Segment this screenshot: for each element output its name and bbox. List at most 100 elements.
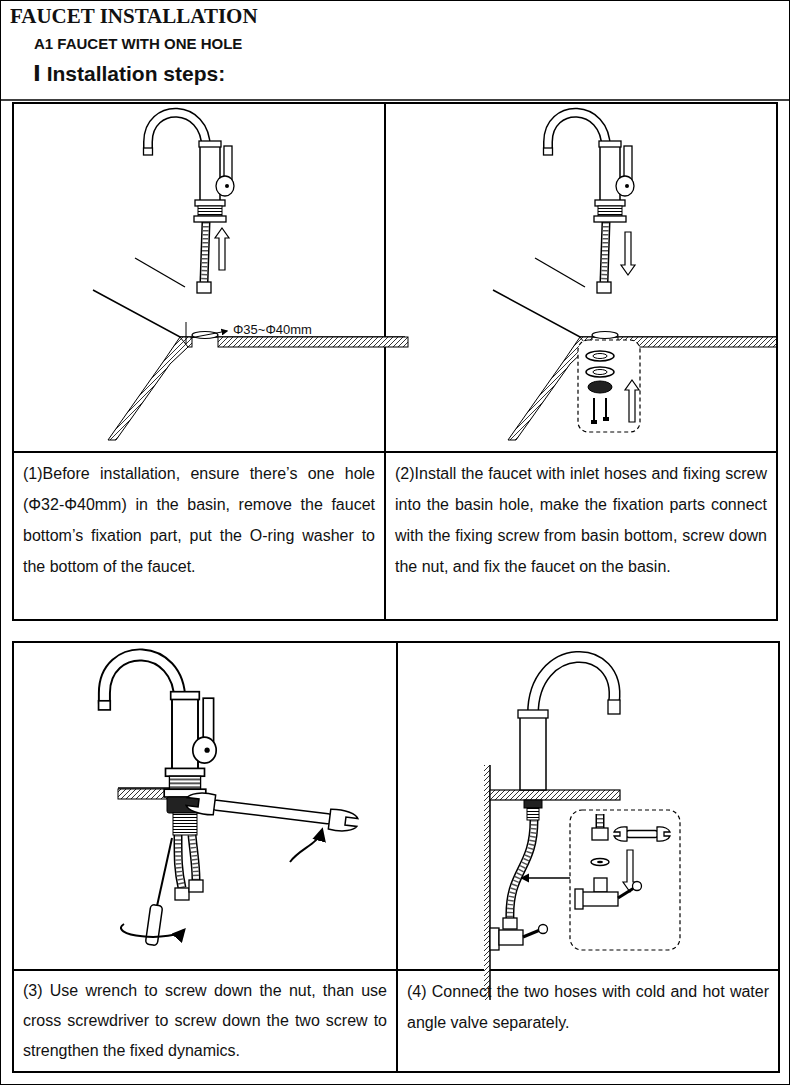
- hose-nut: [503, 918, 517, 929]
- step-caption: (1)Before installation, ensure there’s o…: [23, 458, 375, 582]
- inlet-hose: [204, 222, 206, 282]
- step-caption: (2)Install the faucet with inlet hoses a…: [395, 458, 767, 582]
- table-divider: [396, 642, 398, 1072]
- fixing-screw: [593, 398, 595, 422]
- caption-cell: (2)Install the faucet with inlet hoses a…: [386, 453, 776, 619]
- inlet-hose: [510, 820, 534, 920]
- inlet-hose: [596, 814, 605, 828]
- parts-inset: [570, 810, 680, 950]
- faucet-body: [520, 714, 546, 790]
- hose-nut: [197, 282, 211, 293]
- direction-arrow: [621, 232, 635, 275]
- screwdriver-handle: [145, 904, 162, 945]
- step-caption: (3) Use wrench to screw down the nut, th…: [23, 976, 387, 1066]
- basin-counter: [490, 790, 620, 800]
- table-divider: [384, 103, 386, 620]
- angle-valve: [594, 878, 607, 892]
- caption-cell: (1)Before installation, ensure there’s o…: [14, 453, 384, 619]
- wrench: [185, 791, 358, 833]
- basin-counter: [93, 258, 408, 440]
- fixing-screw: [605, 398, 607, 419]
- inlet-hose: [204, 222, 206, 282]
- basin-counter: [118, 789, 170, 799]
- turn-arrow: [290, 830, 322, 862]
- washer: [586, 351, 614, 361]
- table-grid: [13, 103, 779, 1072]
- caption-cell: (3) Use wrench to screw down the nut, th…: [14, 971, 396, 1071]
- faucet: [144, 113, 235, 222]
- screwdriver-shaft: [157, 838, 172, 906]
- page-title: FAUCET INSTALLATION: [10, 4, 258, 29]
- dimension-label: Φ35~Φ40mm: [233, 322, 312, 337]
- caption-cell: (4) Connect the two hoses with cold and …: [398, 971, 778, 1071]
- inlet-hose: [178, 835, 182, 888]
- fixing-thread: [527, 808, 539, 820]
- step1-illustration: [93, 113, 408, 440]
- hose-nut: [597, 282, 611, 293]
- hose-nut: [592, 828, 608, 840]
- wall: [484, 765, 490, 1000]
- step4-illustration: [484, 657, 680, 1000]
- table-divider: [13, 969, 779, 971]
- hose-nut: [189, 880, 203, 892]
- basin-counter: [493, 258, 776, 440]
- table-frame: [13, 642, 779, 1072]
- washer: [593, 354, 607, 359]
- spout-tip: [608, 700, 620, 714]
- inlet-hose: [204, 222, 206, 282]
- pointer-arrow: [522, 877, 570, 878]
- turn-arrow: [121, 924, 184, 937]
- wrench: [614, 827, 670, 841]
- inlet-hose: [597, 814, 603, 828]
- fixing-nut: [524, 800, 542, 808]
- dimension-leader: [190, 331, 227, 338]
- inlet-hose: [604, 222, 606, 282]
- inlet-hose: [604, 222, 606, 282]
- direction-arrow: [625, 380, 639, 422]
- heading-rule: [0, 99, 790, 101]
- angle-valve: [582, 892, 618, 906]
- direction-arrow: [215, 228, 229, 270]
- inlet-hose: [178, 835, 182, 888]
- step2-illustration: [493, 113, 790, 440]
- spout: [533, 657, 615, 714]
- valve-flange: [490, 928, 499, 950]
- faucet-collar: [518, 710, 548, 718]
- table-frame: [13, 103, 777, 620]
- parts-inset: [578, 340, 640, 432]
- fixing-nut: [588, 381, 612, 393]
- inlet-hose: [192, 835, 196, 880]
- step-caption: (4) Connect the two hoses with cold and …: [407, 976, 769, 1038]
- washer: [593, 370, 607, 375]
- valve-handle: [618, 888, 634, 898]
- fixing-thread: [173, 813, 197, 835]
- dimension-tick: [186, 322, 187, 344]
- valve-knob: [633, 882, 642, 891]
- screw-head: [603, 417, 609, 421]
- valve-handle: [523, 930, 540, 937]
- inlet-hose: [192, 835, 196, 880]
- washer: [597, 861, 603, 863]
- inlet-hose: [178, 835, 182, 888]
- basin-counter: [493, 258, 776, 440]
- section-heading: Ⅰ Installation steps:: [33, 62, 225, 86]
- inlet-hose: [510, 820, 534, 920]
- faucet: [99, 655, 217, 797]
- angle-valve: [499, 930, 523, 945]
- step3-illustration: [99, 655, 359, 946]
- inlet-hose: [597, 814, 603, 828]
- inlet-hose: [192, 835, 196, 880]
- hose-nut: [175, 888, 189, 900]
- sub-heading: A1 FAUCET WITH ONE HOLE: [34, 35, 242, 52]
- valve-knob: [539, 925, 548, 934]
- inlet-hose: [510, 820, 534, 920]
- spout: [533, 657, 615, 714]
- table-divider: [13, 451, 777, 453]
- valve-flange: [575, 889, 583, 909]
- inlet-hose: [604, 222, 606, 282]
- faucet: [544, 113, 635, 222]
- screw-head: [591, 420, 597, 424]
